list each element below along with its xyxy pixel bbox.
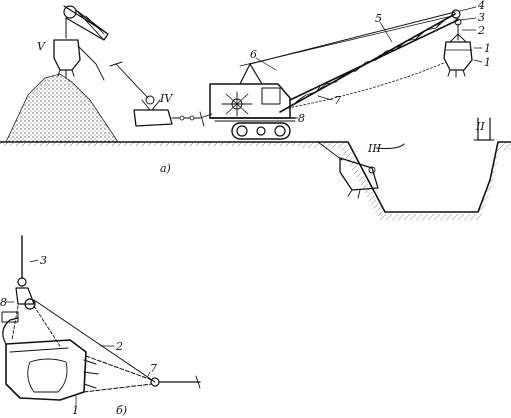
label-crane-1: 1: [484, 42, 491, 55]
lattice-boom: [279, 13, 459, 113]
bucket-position-1: [443, 33, 473, 78]
label-crane-2: 2: [477, 24, 485, 37]
part-b-label: б): [116, 404, 127, 417]
label-crane-3: 3: [478, 11, 485, 24]
position-labels: II III IV V: [37, 40, 485, 155]
label-position-v: V: [37, 40, 46, 53]
bucket-position-4: [109, 61, 213, 127]
bucket-position-5: [53, 5, 109, 81]
label-detail-8: 8: [0, 296, 7, 309]
label-position-iv: IV: [159, 92, 173, 105]
crane-cab: [209, 83, 296, 122]
label-crane-5: 5: [375, 12, 382, 25]
ground-profile: [0, 141, 511, 220]
bucket-detail: [1, 235, 201, 407]
crane-number-labels: 1 1 2 3 4 5 6 7 8: [250, 0, 491, 125]
label-crane-7: 7: [334, 94, 341, 107]
dragline-crane: [209, 6, 483, 140]
soil-heap: [5, 73, 119, 143]
label-crane-1b: 1: [484, 56, 491, 69]
label-crane-6: 6: [250, 48, 257, 61]
bucket-position-3: [317, 141, 405, 199]
part-a-label: a): [160, 162, 171, 175]
label-detail-2: 2: [115, 340, 123, 353]
label-crane-4: 4: [477, 0, 485, 12]
label-position-ii: II: [475, 120, 485, 133]
crane-leader-lines: [255, 6, 483, 119]
label-detail-1: 1: [72, 404, 79, 417]
label-crane-8: 8: [298, 112, 305, 125]
crawler-tracks: [231, 122, 291, 140]
label-detail-3: 3: [40, 254, 47, 267]
label-position-iii: III: [367, 142, 382, 155]
bucket-position-2: [473, 117, 495, 141]
label-detail-7: 7: [150, 362, 157, 375]
detail-number-labels: 3 8 2 7 1: [0, 254, 157, 417]
